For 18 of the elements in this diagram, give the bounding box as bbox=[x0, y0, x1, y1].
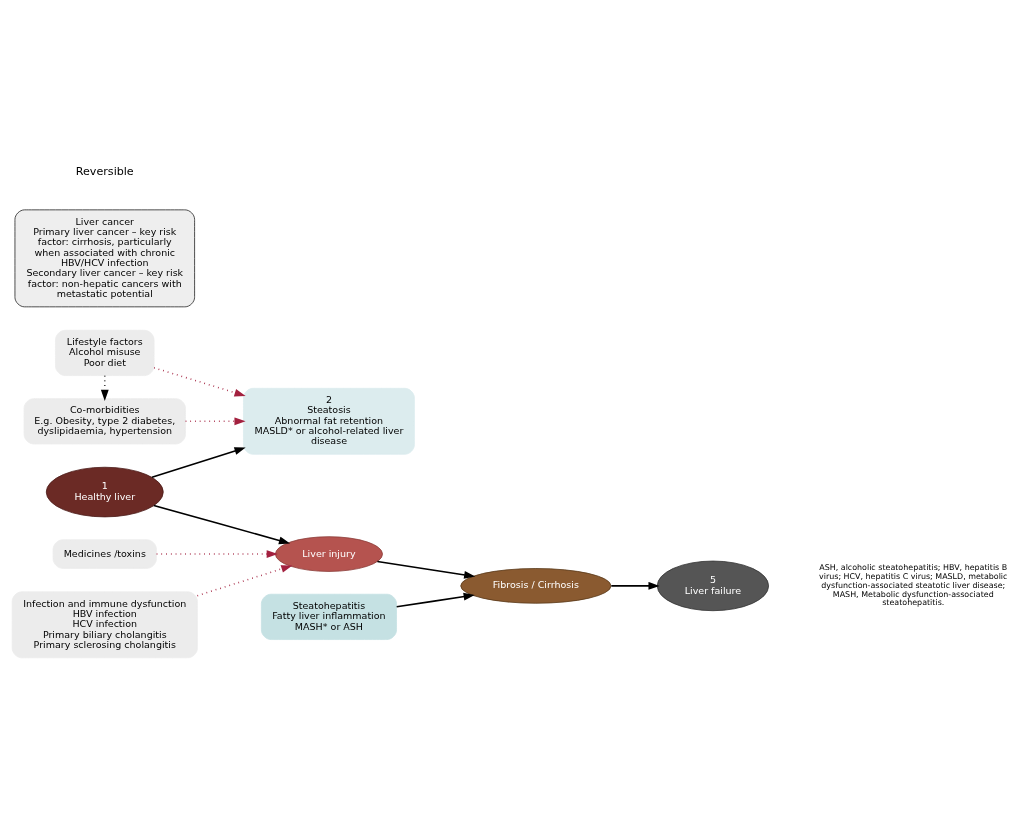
node-box: Medicines /toxins bbox=[52, 539, 157, 569]
node-ellipse: 1 Healthy liver bbox=[45, 466, 164, 518]
label: ASH, alcoholic steatohepatitis; HBV, hepatitis B virus; HCV, hepatitis C virus; MASLD, metabolic dysfunction-associated steatotic liver disease; MASH, Metabolic dysfunction-associated steatohepatitis. bbox=[819, 563, 1008, 608]
arrow bbox=[151, 447, 246, 479]
node-box: Lifestyle factors Alcohol misuse Poor diet bbox=[55, 329, 155, 376]
arrow bbox=[153, 504, 291, 545]
arrow bbox=[153, 367, 246, 397]
node-ellipse: 5 Liver failure bbox=[656, 560, 769, 612]
arrow bbox=[395, 592, 475, 608]
node-box: 2 Steatosis Abnormal fat retention MASLD* or alcohol-related liver disease bbox=[243, 387, 415, 455]
node-box: Co-morbidities E.g. Obesity, type 2 diabetes, dyslipidaemia, hypertension bbox=[23, 398, 186, 445]
label: Reversible bbox=[75, 165, 134, 179]
node-box: Liver cancer Primary liver cancer – key risk factor: cirrhosis, particularly when associated with chronic HBV/HCV infection Secondary liver cancer – key risk factor: non-hepatic cancers with metastatic potential bbox=[14, 209, 195, 308]
node-box: Steatohepatitis Fatty liver inflammation MASH* or ASH bbox=[261, 593, 397, 640]
arrow bbox=[196, 565, 293, 597]
arrow bbox=[376, 560, 476, 579]
node-box: Infection and immune dysfunction HBV infection HCV infection Primary biliary cholangitis Primary sclerosing cholangitis bbox=[11, 591, 198, 659]
arrow bbox=[610, 581, 660, 590]
